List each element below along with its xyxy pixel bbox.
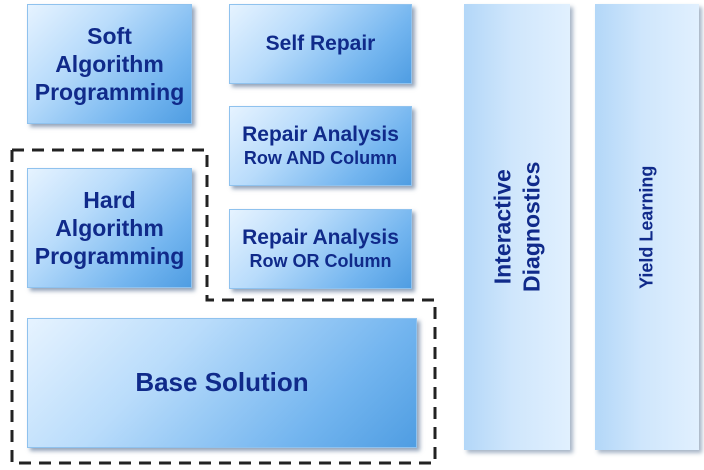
interactive-label-line1: Interactive bbox=[489, 169, 516, 285]
soft-algorithm-programming-block: Soft Algorithm Programming bbox=[27, 4, 192, 124]
repair-analysis-or-subtitle: Row OR Column bbox=[249, 250, 392, 271]
repair-analysis-and-title: Repair Analysis bbox=[242, 123, 399, 147]
base-solution-label: Base Solution bbox=[135, 367, 309, 398]
repair-analysis-and-block: Repair Analysis Row AND Column bbox=[229, 106, 412, 186]
interactive-diagnostics-column: Interactive Diagnostics bbox=[464, 4, 570, 450]
yield-learning-label: Yield Learning bbox=[636, 165, 657, 289]
repair-analysis-or-title: Repair Analysis bbox=[242, 226, 399, 250]
yield-learning-column: Yield Learning bbox=[595, 4, 699, 450]
self-repair-label: Self Repair bbox=[265, 32, 376, 56]
self-repair-block: Self Repair bbox=[229, 4, 412, 84]
interactive-label-line2: Diagnostics bbox=[518, 161, 544, 293]
hard-algorithm-programming-block: Hard Algorithm Programming bbox=[27, 168, 192, 288]
soft-algorithm-programming-label: Soft Algorithm Programming bbox=[34, 22, 185, 106]
interactive-diagnostics-label: Interactive Diagnostics bbox=[488, 162, 546, 292]
repair-analysis-or-block: Repair Analysis Row OR Column bbox=[229, 209, 412, 289]
hard-algorithm-programming-label: Hard Algorithm Programming bbox=[34, 186, 185, 270]
repair-analysis-and-subtitle: Row AND Column bbox=[243, 147, 398, 168]
base-solution-block: Base Solution bbox=[27, 318, 417, 448]
